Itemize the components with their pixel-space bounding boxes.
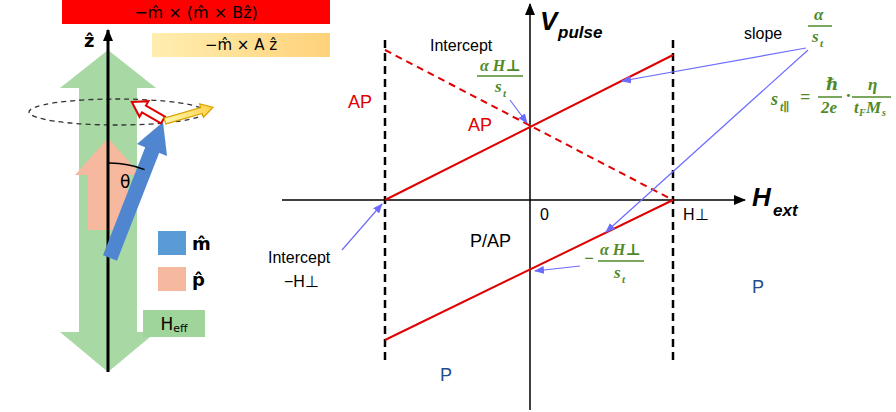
formula: s — [495, 78, 502, 95]
leader-line — [510, 100, 527, 123]
formula-subscript: t∥ — [780, 101, 790, 113]
z-axis — [107, 30, 110, 372]
region-label: AP — [468, 116, 492, 134]
axis-title: H — [752, 184, 771, 210]
node-text: p̂ — [192, 269, 205, 290]
formula: ℏ — [826, 76, 838, 93]
boundary-line — [384, 40, 387, 362]
fraction-bar — [598, 260, 644, 262]
axis-subscript: ext — [773, 202, 798, 219]
tick-label: H⊥ — [683, 207, 709, 223]
legend-key: Heff — [143, 310, 205, 337]
y-axis — [529, 4, 531, 410]
region-label: P/AP — [470, 232, 511, 250]
formula: s — [771, 90, 778, 108]
tick-label: 0 — [540, 207, 549, 223]
precession-orbit — [29, 99, 205, 125]
fraction-bar — [818, 96, 842, 98]
formula-subscript: s — [882, 108, 886, 118]
formula: s — [614, 264, 621, 281]
formula: 2e — [821, 99, 837, 116]
torque-term-box: −m̂ × (m̂ × Bẑ) — [62, 0, 330, 24]
region-label: P — [440, 366, 452, 384]
formula: M — [866, 99, 881, 116]
fraction-bar — [852, 96, 891, 98]
magnetization-shaft — [110, 148, 153, 258]
axis-subscript: pulse — [558, 24, 602, 41]
region-label: AP — [348, 93, 372, 111]
x-axis — [282, 199, 745, 201]
leader-line — [535, 266, 580, 271]
annotation: Intercept — [430, 38, 492, 54]
formula-subscript: t — [622, 274, 625, 285]
switching-line — [385, 200, 673, 340]
mirror-line — [385, 50, 673, 200]
node-text: −m̂ × A ẑ — [205, 36, 277, 54]
axis-title: V — [540, 8, 557, 34]
damping-torque-arrow — [127, 94, 167, 128]
formula: α — [814, 6, 823, 23]
node-text: −m̂ × (m̂ × Bẑ) — [134, 3, 258, 22]
axis-label: ẑ — [84, 32, 94, 50]
leader-line — [342, 204, 382, 250]
formula: t — [854, 99, 859, 116]
legend-key: p̂ — [158, 266, 205, 292]
fraction-bar — [477, 75, 523, 77]
angle-label: θ — [120, 174, 130, 191]
precession-torque-arrow — [163, 100, 215, 127]
torque-term-box: −m̂ × A ẑ — [152, 33, 330, 57]
formula-subscript: t — [503, 88, 506, 99]
formula: α H⊥ — [600, 242, 641, 258]
formula: s — [812, 28, 819, 45]
tick-label: −H⊥ — [284, 274, 319, 290]
formula-subscript: t — [820, 38, 823, 49]
leader-line — [606, 50, 808, 232]
formula: · — [846, 87, 851, 105]
annotation: Intercept — [268, 250, 330, 266]
formula: η — [868, 76, 877, 93]
magnetization-head — [137, 122, 167, 156]
legend-key: m̂ — [158, 230, 211, 256]
fraction-bar — [808, 25, 832, 27]
formula: − — [584, 250, 594, 267]
annotation: slope — [744, 26, 782, 42]
node-text: m̂ — [192, 233, 211, 254]
formula: α H⊥ — [480, 58, 521, 74]
formula: = — [800, 88, 810, 106]
region-label: P — [752, 278, 764, 296]
formula-subscript: F — [859, 108, 866, 118]
color-swatch — [158, 267, 186, 291]
color-swatch — [158, 231, 186, 255]
angle-arc — [108, 163, 145, 170]
node-subscript: eff — [173, 322, 187, 335]
node-text: H — [160, 314, 173, 334]
